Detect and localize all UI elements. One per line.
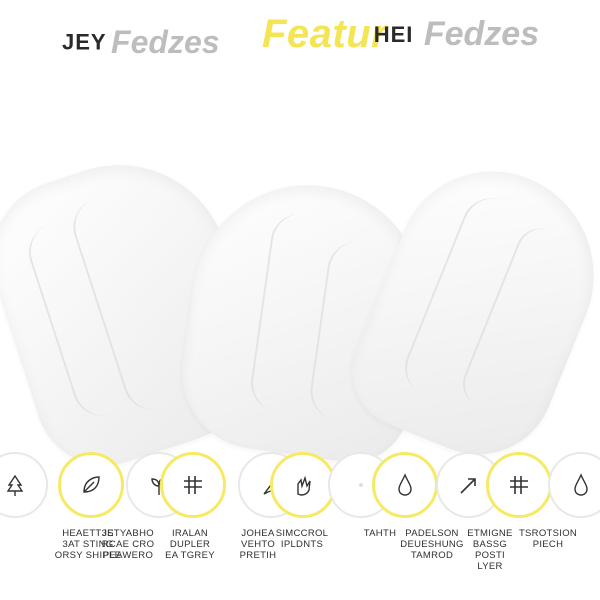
leaf-icon <box>83 476 100 493</box>
grid-icon <box>510 476 528 494</box>
drop-icon <box>398 473 412 496</box>
features-title: Featur HEI Fedzes <box>262 12 539 57</box>
feature-caption: ETMIGNE BASSG POSTI LYER <box>467 528 513 572</box>
brand-mark-center: HEI <box>373 21 414 47</box>
brand-word-center: Fedzes <box>423 15 540 53</box>
feature-caption: TAHTH <box>363 528 397 539</box>
arrow-icon <box>460 478 476 494</box>
brand-mark: JEY <box>62 29 107 55</box>
feature-ring <box>160 452 226 518</box>
feature-ring <box>372 452 438 518</box>
feature-caption: JOHEA VEHTO PRETIH <box>239 528 277 561</box>
feature-ring <box>0 452 48 518</box>
feature-ring <box>486 452 552 518</box>
feature-caption: HEAETT3S 3AT STING ORSY SHIPLE <box>54 528 122 561</box>
feature-caption: PADELSON DEUESHUNG TAMROD <box>400 528 464 561</box>
feature-caption: SIMCCROL IPLDNTS <box>275 528 329 550</box>
drop-icon <box>574 473 588 496</box>
circle-icon <box>359 483 363 487</box>
grid-icon <box>184 476 202 494</box>
tree-icon <box>6 474 24 496</box>
features-title-accent: Featur <box>262 12 388 56</box>
feature-ring <box>58 452 124 518</box>
feature-caption: JETYABHO RCAE CRO PEAWERO <box>101 528 155 561</box>
brand-header-left: JEY Fedzes <box>62 24 220 61</box>
brand-word: Fedzes <box>111 24 220 60</box>
feature-ring <box>270 452 336 518</box>
feature-caption: IRALAN DUPLER EA TGREY <box>165 528 215 561</box>
hand-icon <box>297 475 311 496</box>
feature-caption: TSROTSION PIECH <box>518 528 578 550</box>
feature-ring <box>548 452 600 518</box>
